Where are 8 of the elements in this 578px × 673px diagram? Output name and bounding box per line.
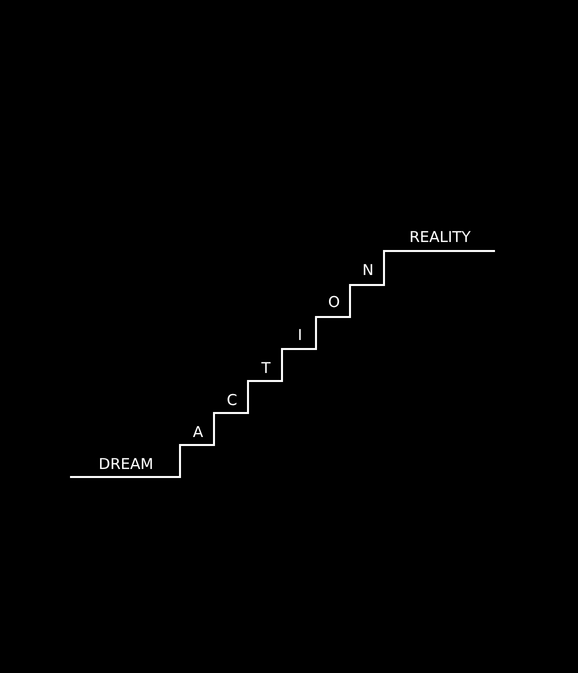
step-letter: A bbox=[192, 423, 204, 441]
stair-label: DREAM bbox=[98, 455, 154, 473]
step-letter: I bbox=[298, 326, 302, 344]
step-letter: T bbox=[261, 359, 271, 377]
step-letter: O bbox=[328, 293, 340, 311]
step-letter: N bbox=[362, 261, 374, 279]
step-letter: C bbox=[226, 391, 238, 409]
stair-label: REALITY bbox=[409, 228, 471, 246]
